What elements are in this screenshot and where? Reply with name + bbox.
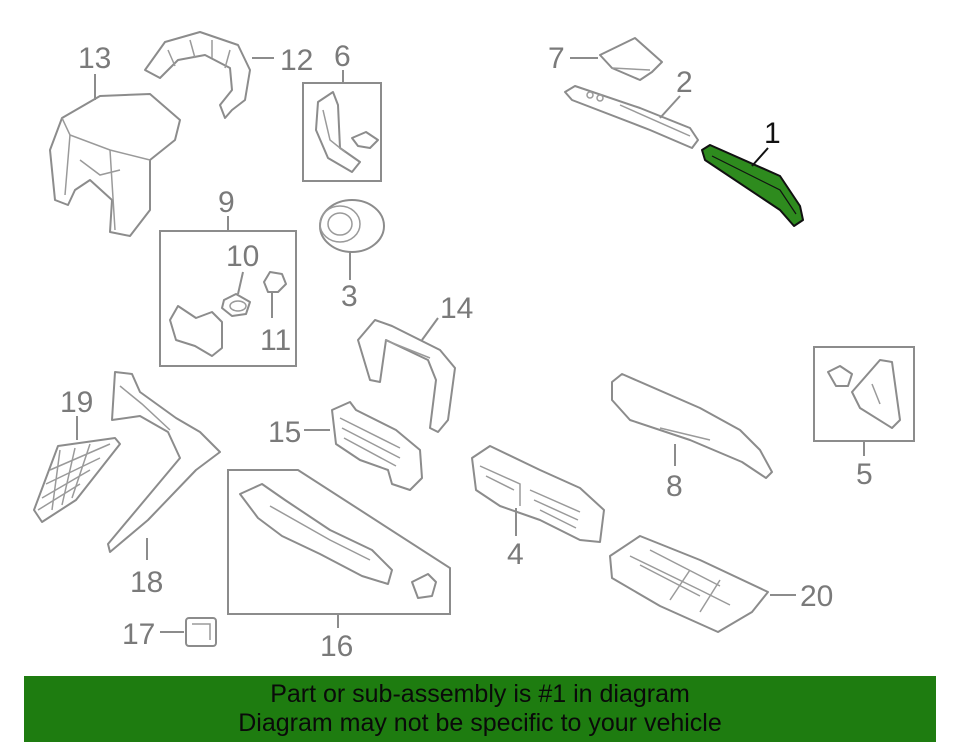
- callout-9: 9: [218, 186, 235, 219]
- callout-11: 11: [260, 324, 291, 357]
- part-17-clip: [185, 617, 217, 647]
- part-3-round-vent: [319, 199, 385, 253]
- part-19-mesh-panel: [33, 437, 121, 523]
- part-18-side-panel: [107, 371, 221, 553]
- callout-8: 8: [666, 470, 683, 503]
- callout-2: 2: [676, 66, 693, 99]
- part-2-trim-strip: [564, 85, 699, 149]
- callout-5: 5: [856, 458, 873, 491]
- callout-15: 15: [268, 416, 301, 449]
- banner-line-1: Part or sub-assembly is #1 in diagram: [270, 680, 690, 708]
- part-13-console-housing: [49, 93, 181, 237]
- callout-10: 10: [226, 240, 259, 273]
- callout-3: 3: [341, 280, 358, 313]
- callout-6: 6: [334, 40, 351, 73]
- part-5-group: [813, 346, 915, 442]
- callout-18: 18: [130, 566, 163, 599]
- part-1-highlighted-garnish: [701, 144, 804, 227]
- part-9-group: [159, 230, 297, 367]
- part-14-frame: [357, 319, 456, 433]
- callout-20: 20: [800, 580, 833, 613]
- callout-17: 17: [122, 618, 155, 651]
- callout-7: 7: [548, 42, 565, 75]
- part-15-vent-bracket: [331, 401, 423, 491]
- part-4-center-vents: [471, 445, 605, 543]
- callout-14: 14: [440, 292, 473, 325]
- callout-labels: 1 2 3 4 5 6 7 8 9 10 11 12 13 14 15 16 1…: [60, 40, 873, 663]
- part-8-long-trim: [611, 373, 773, 479]
- leader-lines: [76, 57, 865, 633]
- part-20-tray: [609, 535, 769, 633]
- part-12-bracket: [144, 31, 251, 119]
- info-banner: Part or sub-assembly is #1 in diagram Di…: [24, 676, 936, 742]
- callout-1: 1: [764, 117, 781, 150]
- callout-12: 12: [280, 44, 313, 77]
- part-7-clip: [599, 37, 663, 81]
- callout-13: 13: [78, 42, 111, 75]
- part-6-group: [302, 82, 382, 182]
- callout-4: 4: [507, 538, 524, 571]
- callout-19: 19: [60, 386, 93, 419]
- part-16-group: [227, 469, 451, 615]
- callout-16: 16: [320, 630, 353, 663]
- banner-line-2: Diagram may not be specific to your vehi…: [238, 709, 722, 737]
